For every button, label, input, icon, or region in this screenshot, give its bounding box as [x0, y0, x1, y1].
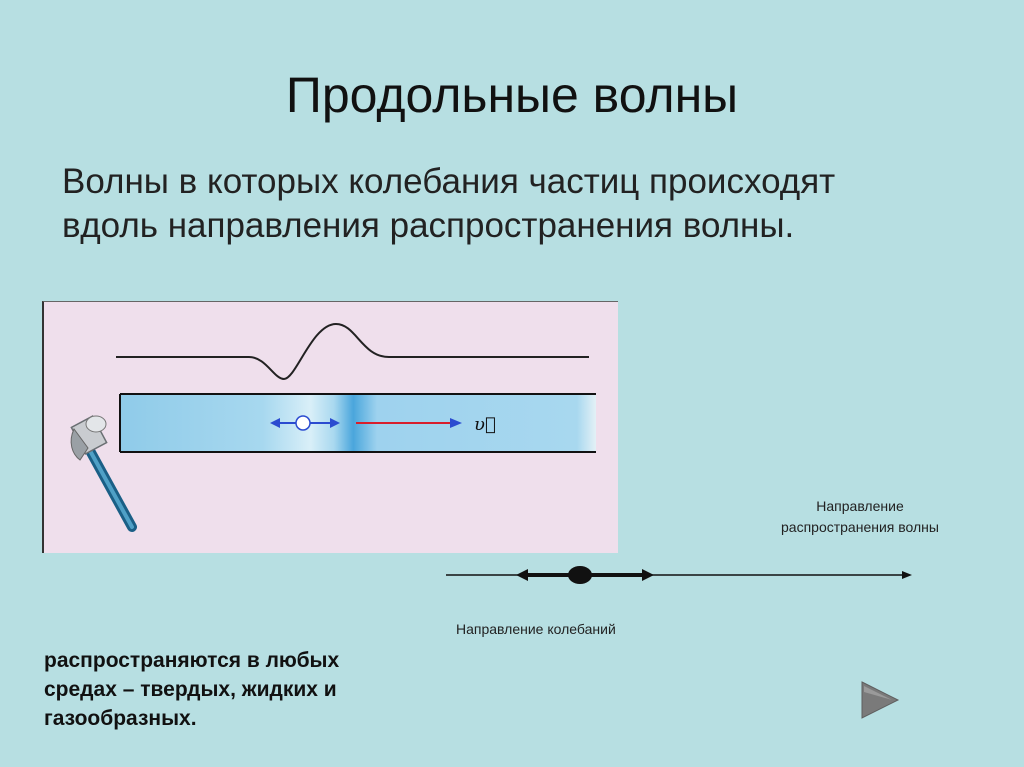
pulse-curve	[116, 322, 589, 381]
media-line-2: средах – твердых, жидких и	[44, 678, 337, 701]
media-line-3: газообразных.	[44, 707, 197, 730]
velocity-label: υ⃗	[474, 414, 496, 435]
particle-dot	[568, 566, 592, 584]
definition-line-2: вдоль направления распространения волны.	[62, 206, 795, 245]
oscillation-direction-label: Направление колебаний	[456, 621, 616, 637]
propagation-axis	[446, 571, 912, 579]
definition-line-1: Волны в которых колебания частиц происхо…	[62, 162, 836, 201]
play-next-icon	[861, 681, 900, 719]
media-line-1: распространяются в любых	[44, 649, 340, 672]
next-slide-button[interactable]	[858, 680, 902, 720]
oscillation-axis-diagram	[446, 566, 912, 584]
media-text: распространяются в любых средах – тверды…	[44, 646, 424, 733]
propagation-direction-label: Направление распространения волны	[740, 496, 980, 538]
slide-title: Продольные волны	[285, 67, 739, 123]
propagation-label-line-1: Направление	[816, 498, 904, 514]
oscillation-double-arrow-icon	[516, 566, 654, 584]
hammer-icon	[70, 415, 137, 532]
wave-tube-figure: υ⃗	[42, 301, 618, 553]
wave-tube-illustration: υ⃗	[70, 322, 596, 532]
oscillation-arrow-icon	[270, 415, 340, 431]
velocity-arrow-icon	[356, 418, 462, 428]
propagation-label-line-2: распространения волны	[781, 519, 939, 535]
definition-text: Волны в которых колебания частиц происхо…	[62, 160, 982, 248]
